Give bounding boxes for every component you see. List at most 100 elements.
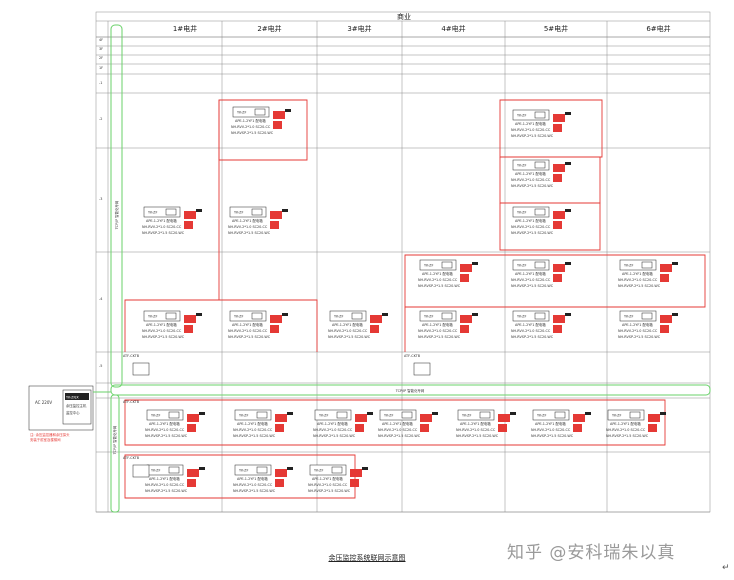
- module-desc: APE-1-2YF1 配电箱: [515, 121, 546, 126]
- module-desc: APE-1-2YF1 配电箱: [422, 271, 453, 276]
- terminal: [367, 412, 373, 415]
- damper-actuator: [187, 479, 196, 487]
- pressure-sensor: [275, 469, 287, 477]
- floor-label-5: -1: [99, 81, 102, 85]
- cable-spec-1: NH-RVV-2*1.0 SC20-CC: [531, 428, 571, 432]
- monitoring-host: AC 220V YK-ZFJX 余压监控主机 监控中心 注: 余压监控器和余压探…: [28, 385, 111, 442]
- module-port: [554, 411, 566, 419]
- module-box: [619, 259, 657, 271]
- module-box: [229, 310, 267, 322]
- cable-spec-1: NH-RVV-2*1.0 SC20-CC: [456, 428, 496, 432]
- damper-actuator: [270, 221, 279, 229]
- terminal: [472, 262, 478, 265]
- module-box: [607, 409, 645, 421]
- damper-actuator: [370, 325, 379, 333]
- wiring: [124, 99, 706, 499]
- module-label: YK-ZF: [424, 315, 433, 319]
- module-desc: APE-1-2YF1 配电箱: [515, 171, 546, 176]
- terminal: [285, 109, 291, 112]
- damper-actuator: [648, 424, 657, 432]
- module-label: YK-ZF: [234, 211, 243, 215]
- cable-spec-1: NH-RVV-2*1.0 SC20-CC: [231, 125, 271, 129]
- module-label: YK-ZF: [334, 315, 343, 319]
- ap-box-2: [413, 362, 431, 376]
- cable-spec-1: NH-RVV-2*1.0 SC20-CC: [618, 329, 658, 333]
- cable-spec-1: NH-RVV-2*1.0 SC20-CC: [328, 329, 368, 333]
- host-line-2: 余压监控主机: [66, 403, 87, 408]
- ap-box-3: [132, 464, 150, 478]
- cable-spec-1: NH-RVV-2*1.0 SC20-CC: [313, 428, 353, 432]
- module-box: [512, 159, 550, 171]
- terminal: [660, 412, 666, 415]
- module-port: [629, 411, 641, 419]
- damper-actuator: [460, 274, 469, 282]
- pressure-sensor: [273, 111, 285, 119]
- return-mark: ↵: [722, 563, 730, 573]
- cable-spec-2: NH-RVSP-2*1.5 SC20-WC: [145, 489, 188, 493]
- module-label: YK-ZF: [517, 211, 526, 215]
- terminal: [199, 467, 205, 470]
- module-box: [512, 206, 550, 218]
- damper-actuator: [184, 221, 193, 229]
- module-port: [534, 312, 546, 320]
- terminal: [196, 313, 202, 316]
- module-label: YK-ZF: [612, 414, 621, 418]
- module-box: [419, 310, 457, 322]
- cable-spec-1: NH-RVV-2*1.0 SC20-CC: [233, 483, 273, 487]
- cable-spec-2: NH-RVSP-2*1.5 SC20-WC: [308, 489, 351, 493]
- cable-spec-1: NH-RVV-2*1.0 SC20-CC: [511, 178, 551, 182]
- shaft-header-5: 5#电井: [544, 24, 568, 33]
- module-label: YK-ZF: [151, 414, 160, 418]
- pressure-sensor: [553, 315, 565, 323]
- cable-spec-1: NH-RVV-2*1.0 SC20-CC: [308, 483, 348, 487]
- terminal: [287, 467, 293, 470]
- cable-spec-2: NH-RVSP-2*1.5 SC20-WC: [313, 434, 356, 438]
- module-box: [143, 206, 181, 218]
- cable-spec-2: NH-RVSP-2*1.5 SC20-WC: [228, 335, 271, 339]
- diagram-caption: 余压监控系统联网示意图: [328, 554, 406, 562]
- terminal: [287, 412, 293, 415]
- floor-label-9: -5: [99, 364, 102, 368]
- module-desc: APE-1-2YF1 配电箱: [382, 421, 413, 426]
- module-port: [256, 466, 268, 474]
- cable-spec-2: NH-RVSP-2*1.5 SC20-WC: [228, 231, 271, 235]
- module-port: [441, 261, 453, 269]
- terminal: [282, 209, 288, 212]
- module-desc: APE-1-2YF1 配电箱: [317, 421, 348, 426]
- module-port: [251, 312, 263, 320]
- terminal: [565, 262, 571, 265]
- cable-spec-2: NH-RVSP-2*1.5 SC20-WC: [328, 335, 371, 339]
- ap-tag-3: ATF-CKTB: [123, 400, 140, 404]
- cable-spec-2: NH-RVSP-2*1.5 SC20-WC: [606, 434, 649, 438]
- module-label: YK-ZF: [537, 414, 546, 418]
- module-desc: APE-1-2YF1 配电箱: [622, 271, 653, 276]
- module-label: YK-ZF: [237, 111, 246, 115]
- module-label: YK-ZF: [151, 469, 160, 473]
- module-desc: APE-1-2YF1 配电箱: [237, 476, 268, 481]
- cable-spec-2: NH-RVSP-2*1.5 SC20-WC: [418, 284, 461, 288]
- module-desc: APE-1-2YF1 配电箱: [460, 421, 491, 426]
- damper-actuator: [275, 424, 284, 432]
- pressure-sensor: [370, 315, 382, 323]
- module-label: YK-ZF: [517, 315, 526, 319]
- module-box: [309, 464, 347, 476]
- cable-spec-1: NH-RVV-2*1.0 SC20-CC: [228, 225, 268, 229]
- terminal: [585, 412, 591, 415]
- module-port: [165, 312, 177, 320]
- damper-actuator: [553, 124, 562, 132]
- terminal: [472, 313, 478, 316]
- cable-spec-1: NH-RVV-2*1.0 SC20-CC: [142, 329, 182, 333]
- cable-spec-2: NH-RVSP-2*1.5 SC20-WC: [233, 434, 276, 438]
- damper-actuator: [355, 424, 364, 432]
- cable-spec-2: NH-RVSP-2*1.5 SC20-WC: [142, 335, 185, 339]
